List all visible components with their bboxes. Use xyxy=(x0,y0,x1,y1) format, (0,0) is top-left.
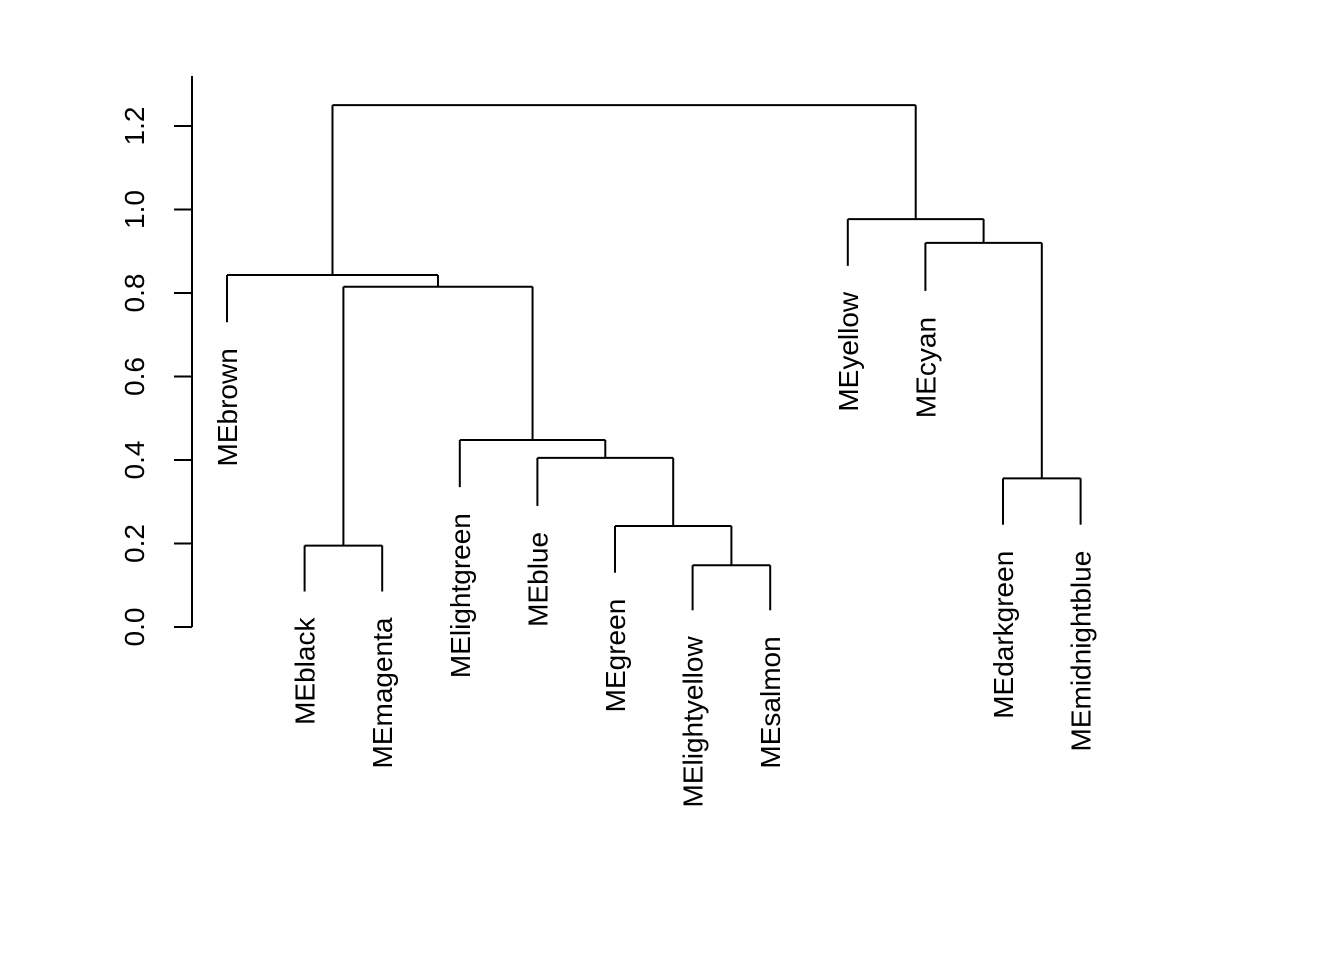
y-tick-label: 0.2 xyxy=(119,524,150,563)
leaf-label: MEgreen xyxy=(600,599,631,713)
y-tick-label: 1.2 xyxy=(119,107,150,146)
leaf-label: MElightgreen xyxy=(445,513,476,678)
y-axis: 0.0 0.2 0.4 0.6 0.8 1.0 1.2 xyxy=(119,76,193,647)
leaf-label: MEdarkgreen xyxy=(988,551,1019,719)
y-tick-label: 0.0 xyxy=(119,608,150,647)
y-tick-label: 1.0 xyxy=(119,190,150,229)
leaf-label: MEmagenta xyxy=(367,617,398,768)
leaf-label: MEbrown xyxy=(212,348,243,466)
leaf-label: MEmidnightblue xyxy=(1066,551,1097,752)
leaf-label: MEyellow xyxy=(833,291,864,412)
leaf-label: MEblue xyxy=(522,532,553,627)
y-tick-label: 0.4 xyxy=(119,441,150,480)
dendrogram-tree xyxy=(226,104,1082,611)
leaf-label: MEsalmon xyxy=(755,636,786,768)
y-tick-label: 0.8 xyxy=(119,274,150,313)
leaf-label: MEblack xyxy=(290,617,321,725)
leaf-label: MEcyan xyxy=(910,317,941,418)
y-tick-label: 0.6 xyxy=(119,357,150,396)
leaf-label: MElightyellow xyxy=(678,636,709,808)
